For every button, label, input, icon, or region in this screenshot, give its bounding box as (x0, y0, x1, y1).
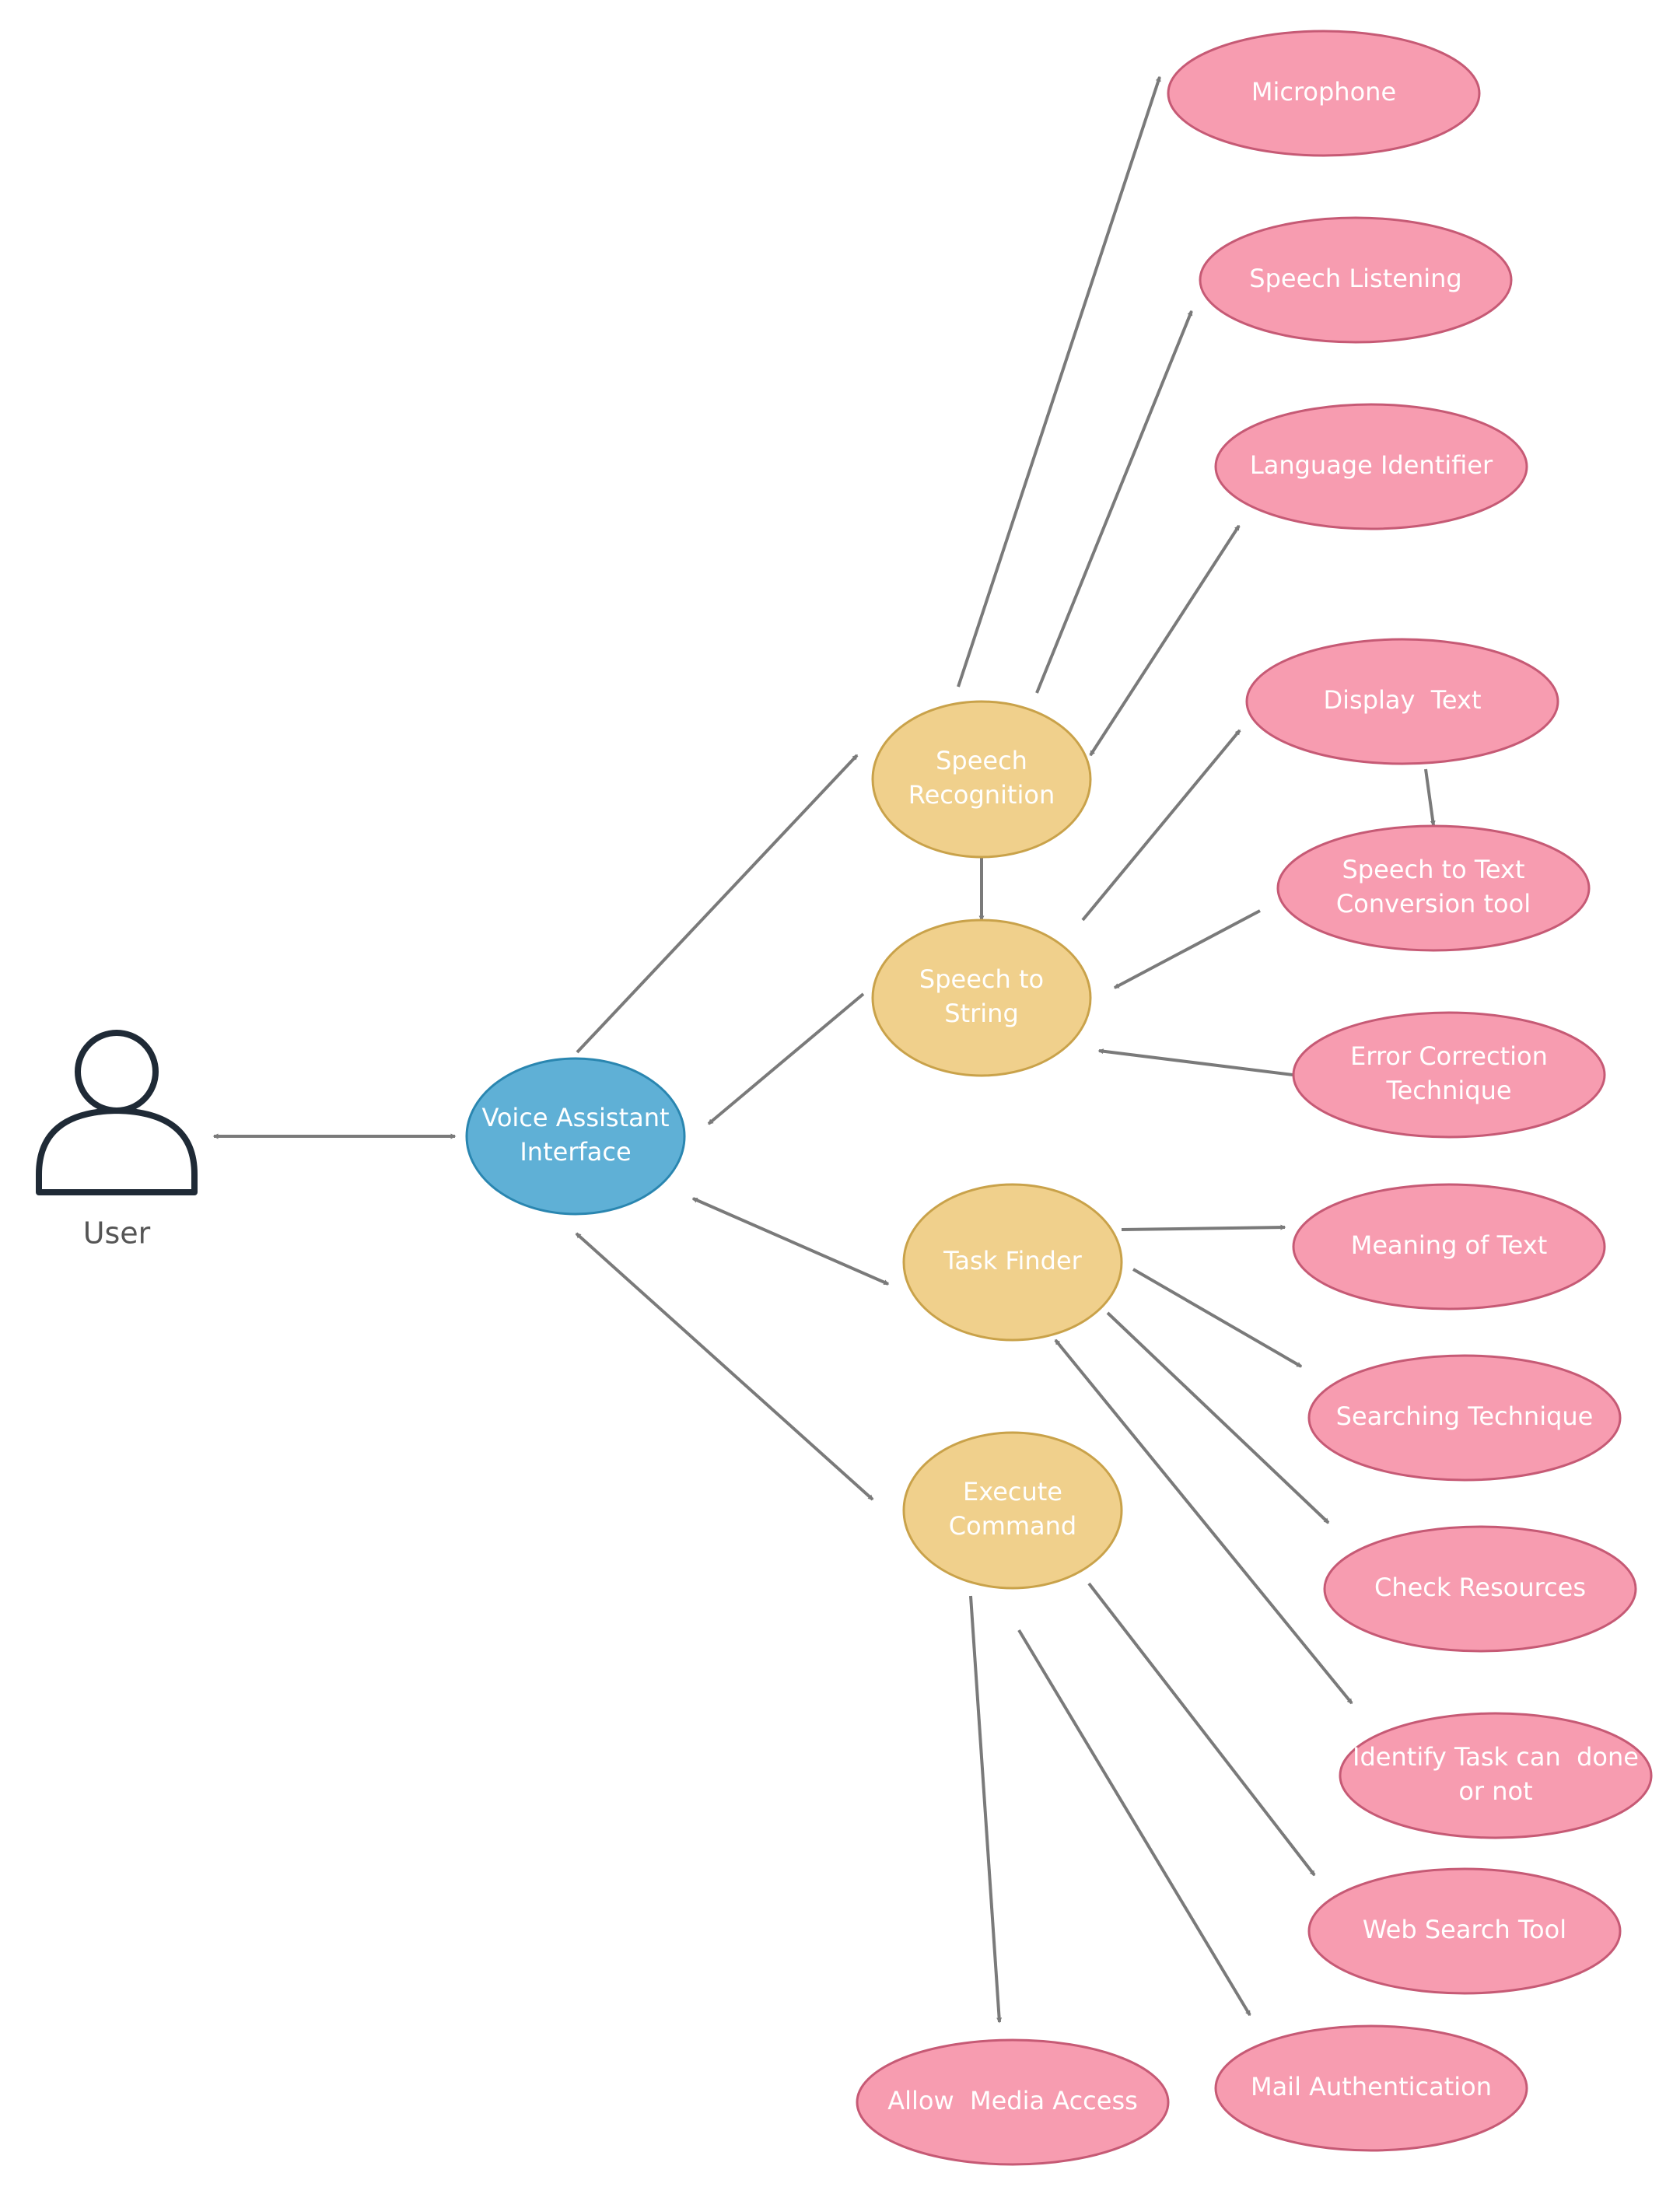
edge-sr-to-mic (957, 75, 1161, 688)
node-label: Voice Assistant (481, 1103, 669, 1132)
component-ellipse (1276, 824, 1591, 952)
node-ama[interactable]: Allow Media Access (856, 2038, 1170, 2166)
node-mot[interactable]: Meaning of Text (1292, 1183, 1606, 1310)
edge-ec-to-ama (969, 1595, 1003, 2024)
node-label: Conversion tool (1336, 889, 1531, 919)
component-ellipse (1307, 1354, 1622, 1482)
node-label: Speech Listening (1249, 264, 1461, 293)
process-ellipse (902, 1183, 1123, 1342)
edge-vai-to-ec (575, 1232, 874, 1501)
node-tf[interactable]: Task Finder (902, 1183, 1123, 1342)
node-label: Speech to Text (1342, 855, 1524, 884)
node-label: Language Identifier (1250, 450, 1493, 480)
component-ellipse (1245, 638, 1559, 765)
edge-itc-to-tf (1054, 1338, 1353, 1705)
node-label: Speech (936, 746, 1027, 775)
node-li[interactable]: Language Identifier (1214, 403, 1528, 530)
component-ellipse (856, 2038, 1170, 2166)
component-ellipse (1167, 30, 1481, 157)
node-label: Web Search Tool (1363, 1915, 1566, 1944)
node-label: Execute (963, 1477, 1062, 1506)
node-label: Interface (520, 1137, 631, 1167)
edge-vai-to-sr (576, 754, 859, 1054)
edge-sts-to-ect (1097, 1048, 1300, 1078)
user-actor[interactable]: User (36, 1030, 198, 1251)
component-ellipse (1199, 216, 1513, 344)
node-ma[interactable]: Mail Authentication (1214, 2024, 1528, 2152)
node-sts[interactable]: Speech to String (871, 919, 1092, 1077)
edge-li-to-sr (1089, 524, 1241, 757)
process-ellipse (871, 919, 1092, 1077)
edge-ec-to-ma (1017, 1629, 1251, 2017)
node-label: Identify Task can done (1353, 1742, 1639, 1772)
node-label: Recognition (908, 780, 1055, 810)
edge-sr-to-sl (1035, 310, 1193, 694)
edge-tf-to-st (1132, 1268, 1303, 1368)
process-ellipse (871, 700, 1092, 859)
user-icon-head (75, 1030, 159, 1114)
node-sl[interactable]: Speech Listening (1199, 216, 1513, 344)
component-ellipse (1339, 1712, 1653, 1839)
node-label: Speech to (919, 964, 1044, 994)
node-label: Check Resources (1374, 1573, 1586, 1602)
user-icon-body (36, 1107, 198, 1195)
component-ellipse (1214, 403, 1528, 530)
node-label: Allow Media Access (887, 2086, 1138, 2115)
edge-tf-to-mot (1121, 1224, 1286, 1231)
component-ellipse (1292, 1011, 1606, 1139)
node-label: Technique (1385, 1076, 1511, 1105)
node-st[interactable]: Searching Technique (1307, 1354, 1622, 1482)
node-dt[interactable]: Display Text (1245, 638, 1559, 765)
process-ellipse (902, 1431, 1123, 1590)
edge-sts-to-dt (1081, 729, 1241, 922)
node-label: Error Correction (1350, 1041, 1548, 1071)
edges (212, 75, 1436, 2024)
node-label: Task Finder (943, 1246, 1082, 1275)
interface-ellipse (465, 1057, 686, 1216)
edge-stt-to-sts (1113, 909, 1261, 989)
edge-ec-to-wst (1087, 1582, 1316, 1877)
edge-tf-to-cr (1106, 1311, 1330, 1524)
node-label: String (944, 999, 1019, 1028)
node-label: Microphone (1251, 77, 1396, 107)
edge-vai-to-tf (691, 1197, 890, 1286)
edge-sts-to-vai (707, 992, 865, 1125)
node-mic[interactable]: Microphone (1167, 30, 1481, 157)
node-label: Searching Technique (1336, 1401, 1594, 1431)
edge-dt-to-stt (1424, 768, 1436, 827)
user-label: User (83, 1216, 151, 1251)
node-label: Meaning of Text (1351, 1230, 1548, 1260)
node-label: or not (1458, 1776, 1532, 1806)
node-label: Command (949, 1511, 1076, 1541)
node-wst[interactable]: Web Search Tool (1307, 1867, 1622, 1995)
component-ellipse (1292, 1183, 1606, 1310)
component-ellipse (1307, 1867, 1622, 1995)
node-label: Display Text (1323, 685, 1481, 715)
component-ellipse (1214, 2024, 1528, 2152)
node-label: Mail Authentication (1251, 2072, 1492, 2101)
node-cr[interactable]: Check Resources (1323, 1525, 1637, 1653)
component-ellipse (1323, 1525, 1637, 1653)
node-itc[interactable]: Identify Task can done or not (1339, 1712, 1653, 1839)
